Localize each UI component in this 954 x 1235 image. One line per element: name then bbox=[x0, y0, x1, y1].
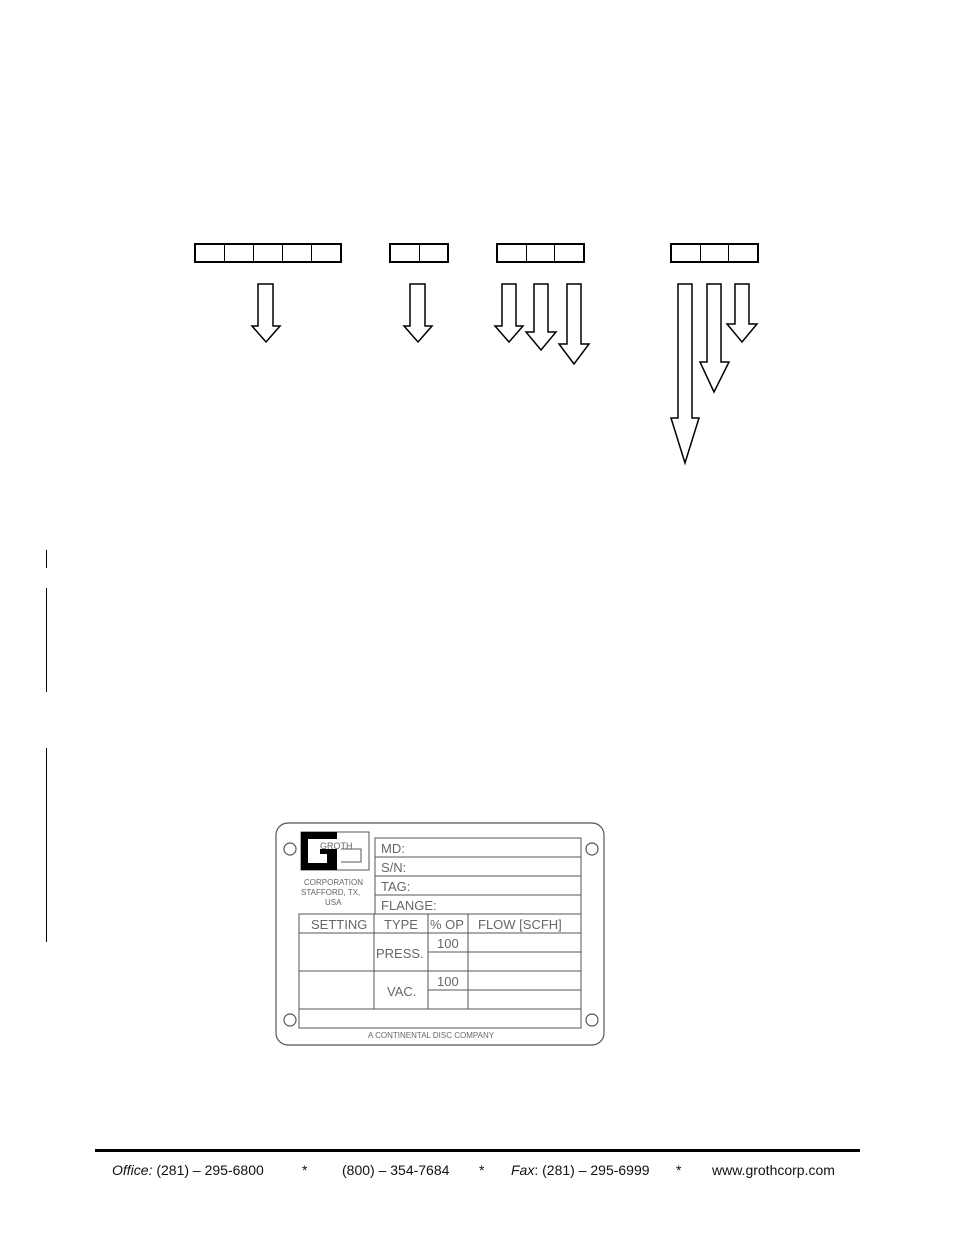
logo-text: GROTH bbox=[320, 841, 353, 851]
groth-logo-icon bbox=[300, 831, 370, 871]
separator: * bbox=[479, 1162, 485, 1178]
down-arrows-diagram bbox=[250, 283, 759, 466]
code-box-cell bbox=[672, 245, 701, 261]
code-box-cell bbox=[225, 245, 254, 261]
down-arrow-icon bbox=[250, 283, 282, 344]
fax-label: Fax bbox=[511, 1162, 535, 1178]
code-box-group-2 bbox=[389, 243, 449, 263]
row-op-vac: 100 bbox=[437, 974, 459, 989]
down-arrow-icon bbox=[493, 283, 525, 344]
row-type-press: PRESS. bbox=[376, 946, 424, 961]
company-line: CORPORATION bbox=[304, 878, 363, 887]
separator: * bbox=[676, 1162, 682, 1178]
code-box-group-4 bbox=[670, 243, 759, 263]
code-box-cell bbox=[701, 245, 730, 261]
mounting-hole-icon bbox=[585, 842, 599, 856]
code-box-cell bbox=[283, 245, 312, 261]
table-header-setting: SETTING bbox=[311, 917, 368, 932]
field-label-flange: FLANGE: bbox=[381, 898, 437, 913]
code-box-cell bbox=[254, 245, 283, 261]
mounting-hole-icon bbox=[283, 1013, 297, 1027]
footer-contact-line: Office: (281) – 295-6800 * (800) – 354-7… bbox=[95, 1162, 895, 1182]
code-box-group-1 bbox=[194, 243, 342, 263]
office-label: Office: bbox=[112, 1162, 153, 1178]
company-line: STAFFORD, TX, bbox=[301, 888, 361, 897]
field-label-sn: S/N: bbox=[381, 860, 407, 875]
office-phone: (281) – 295-6800 bbox=[156, 1162, 264, 1178]
nameplate-drawing: GROTH CORPORATION STAFFORD, TX, USA MD: … bbox=[275, 822, 605, 1047]
code-box-cell bbox=[527, 245, 556, 261]
separator: * bbox=[302, 1162, 308, 1178]
table-header-type: TYPE bbox=[384, 917, 418, 932]
down-arrow-icon bbox=[557, 283, 591, 366]
company-line: USA bbox=[325, 898, 342, 907]
nameplate-bottom-text: A CONTINENTAL DISC COMPANY bbox=[368, 1031, 495, 1040]
mounting-hole-icon bbox=[585, 1013, 599, 1027]
office-contact: Office: (281) – 295-6800 bbox=[112, 1162, 264, 1178]
mounting-hole-icon bbox=[283, 842, 297, 856]
fax-contact: Fax: (281) – 295-6999 bbox=[511, 1162, 650, 1178]
code-box-cell bbox=[196, 245, 225, 261]
down-arrow-icon bbox=[402, 283, 434, 344]
footer-rule bbox=[95, 1149, 860, 1152]
down-arrow-icon bbox=[669, 283, 701, 466]
margin-change-bar bbox=[46, 550, 47, 568]
row-op-press: 100 bbox=[437, 936, 459, 951]
row-type-vac: VAC. bbox=[387, 984, 417, 999]
tollfree-phone: (800) – 354-7684 bbox=[342, 1162, 450, 1178]
table-header-flow: FLOW [SCFH] bbox=[478, 917, 562, 932]
code-box-group-3 bbox=[496, 243, 585, 263]
margin-change-bar bbox=[46, 588, 47, 692]
website-link[interactable]: www.grothcorp.com bbox=[712, 1162, 835, 1178]
margin-change-bar bbox=[46, 748, 47, 942]
code-box-cell bbox=[498, 245, 527, 261]
table-header-op: % OP bbox=[430, 917, 464, 932]
code-box-cell bbox=[391, 245, 420, 261]
field-label-md: MD: bbox=[381, 841, 405, 856]
down-arrow-icon bbox=[524, 283, 558, 352]
field-label-tag: TAG: bbox=[381, 879, 411, 894]
down-arrow-icon bbox=[725, 283, 759, 344]
down-arrow-icon bbox=[698, 283, 731, 394]
fax-phone: : (281) – 295-6999 bbox=[534, 1162, 650, 1178]
nameplate-outline bbox=[275, 822, 605, 1046]
